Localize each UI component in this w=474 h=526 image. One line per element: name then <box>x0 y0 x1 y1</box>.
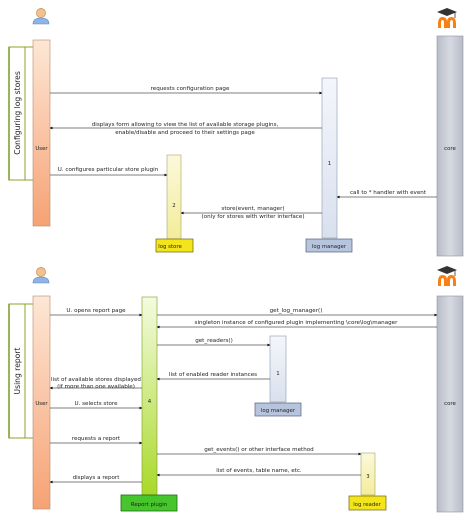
activation-number: 2 <box>172 203 175 209</box>
log-manager-box-top <box>305 238 353 253</box>
section-using-report: Using report User core 4 Report plugin 1… <box>8 266 464 513</box>
message-label: U. configures particular store plugin <box>58 167 159 173</box>
user-label-top: User <box>35 146 48 152</box>
section-label-bottom: Using report <box>13 348 22 395</box>
message-label: get_readers() <box>195 338 233 344</box>
message-label: displays a report <box>73 475 121 481</box>
core-lifeline-bottom <box>436 295 464 513</box>
message-label: requests a report <box>72 436 121 442</box>
log-store-box-top <box>155 238 194 253</box>
moodle-logo-icon <box>437 266 457 286</box>
message-label: list of events, table name, etc. <box>216 468 302 474</box>
moodle-logo-icon <box>437 8 457 28</box>
message-label: get_events() or other interface method <box>204 447 314 453</box>
log-manager-label-top: log manager <box>312 244 347 250</box>
activation-number: 3 <box>366 474 369 480</box>
message-label: list of available stores displayed <box>51 377 141 383</box>
core-lifeline-top <box>436 35 464 257</box>
user-person-icon <box>32 267 50 284</box>
message-label: U. opens report page <box>66 308 126 314</box>
user-label-bottom: User <box>35 401 48 407</box>
message-label: (if more than one available) <box>57 384 135 390</box>
log-manager-lifeline-bottom <box>269 335 287 403</box>
log-manager-box-bottom <box>254 402 302 417</box>
report-plugin-box <box>120 494 178 512</box>
log-reader-lifeline <box>360 452 376 496</box>
log-store-lifeline-top <box>166 154 182 240</box>
user-lifeline-bottom <box>32 295 51 510</box>
message-label: enable/disable and proceed to their sett… <box>115 130 255 136</box>
message-label: U. selects store <box>74 401 118 407</box>
core-label-top: core <box>444 146 456 152</box>
core-label-bottom: core <box>444 401 456 407</box>
message-label: list of enabled reader instances <box>169 372 257 378</box>
message-label: requests configuration page <box>151 86 230 92</box>
log-manager-lifeline-top <box>321 77 338 239</box>
user-person-icon <box>32 8 50 25</box>
activation-number: 4 <box>148 399 152 405</box>
message-label: call to * handler with event <box>350 190 427 196</box>
message-label: singleton instance of configured plugin … <box>195 320 399 326</box>
report-plugin-label: Report plugin <box>131 502 167 508</box>
log-store-label-top: log store <box>158 244 182 250</box>
message-label: store(event, manager) <box>221 206 284 212</box>
section-configuring-log-stores: Configuring log stores User core 1 log m… <box>8 8 464 257</box>
log-reader-label: log reader <box>353 502 381 508</box>
message-label: (only for stores with writer interface) <box>201 214 304 220</box>
section-label-top: Configuring log stores <box>13 71 22 155</box>
log-reader-box <box>348 495 387 511</box>
user-lifeline-top <box>32 39 51 227</box>
activation-number: 1 <box>276 371 279 377</box>
log-manager-label-bottom: log manager <box>261 408 296 414</box>
message-label: displays form allowing to view the list … <box>92 122 279 128</box>
report-plugin-lifeline <box>141 296 158 496</box>
activation-number: 1 <box>328 161 331 167</box>
message-label: get_log_manager() <box>270 308 323 314</box>
